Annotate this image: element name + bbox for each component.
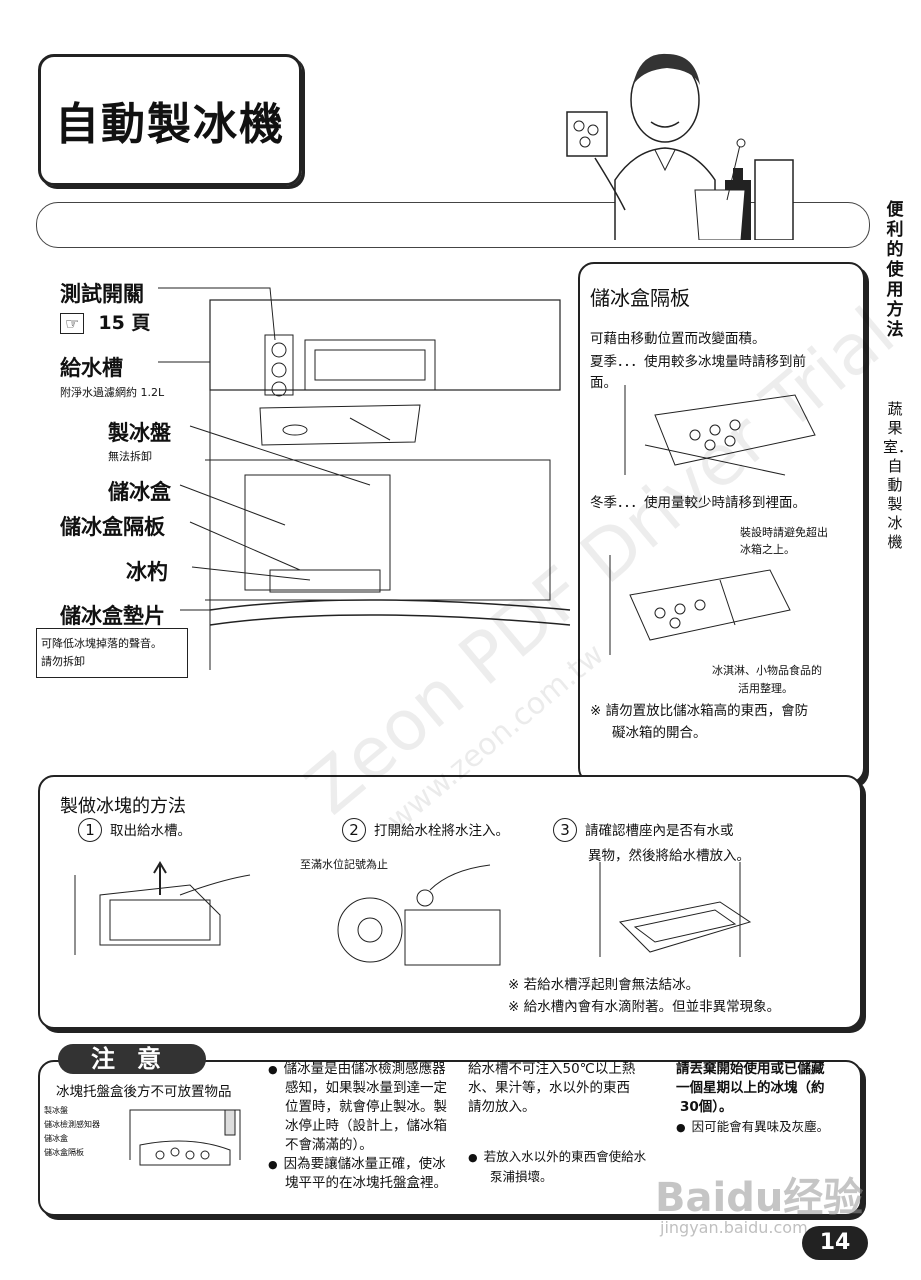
baidu-url: jingyan.baidu.com bbox=[660, 1218, 808, 1237]
step-1: 1 取出給水槽。 bbox=[78, 818, 191, 842]
caution-col2-line3: 請勿放入。 bbox=[468, 1098, 673, 1117]
caution-col1-line5: 不會滿滿的）。 bbox=[268, 1136, 468, 1155]
method-title: 製做冰塊的方法 bbox=[60, 792, 186, 818]
page-title: 自動製冰機 bbox=[38, 54, 302, 186]
caution-col1-line2: 感知，如果製冰量到達一定 bbox=[268, 1079, 468, 1098]
pointing-hand-icon: ☞ bbox=[60, 313, 84, 334]
divider-line1: 可藉由移動位置而改變面積。 bbox=[590, 330, 766, 349]
caution-col1b-line1: 因為要讓儲冰量正確，使冰 bbox=[284, 1156, 446, 1172]
side-tab-sub: 蔬果室．自動製冰機 bbox=[883, 400, 907, 552]
method-note-2: ※ 給水槽內會有水滴附著。但並非異常現象。 bbox=[508, 998, 780, 1017]
label-ice-tray-note: 無法拆卸 bbox=[108, 448, 152, 464]
bullet-icon: ● bbox=[676, 1121, 686, 1134]
caution-col1: ●儲冰量是由儲冰檢測感應器 感知，如果製冰量到達一定 位置時，就會停止製冰。製 … bbox=[268, 1060, 468, 1193]
bullet-icon: ● bbox=[468, 1151, 478, 1164]
divider-warning-2: 礙冰箱的開合。 bbox=[612, 724, 707, 743]
caution-label-2: 儲冰檢測感知器 bbox=[44, 1118, 100, 1132]
caution-col3-line3: 30個）。 bbox=[676, 1098, 856, 1117]
caution-illustration bbox=[110, 1100, 250, 1180]
icecream-note-2: 活用整理。 bbox=[738, 680, 793, 696]
baidu-watermark: Baidu经验 bbox=[655, 1165, 863, 1223]
step2-illustration bbox=[330, 860, 510, 970]
caution-label-1: 製冰盤 bbox=[44, 1104, 100, 1118]
method-note-1: ※ 若給水槽浮起則會無法結冰。 bbox=[508, 976, 699, 995]
page-ref: ☞ 15 頁 bbox=[60, 308, 150, 335]
caution-col2b-line1: 若放入水以外的東西會使給水 bbox=[484, 1149, 647, 1164]
icecream-note-1: 冰淇淋、小物品食品的 bbox=[712, 662, 822, 678]
step-3-text-1: 請確認槽座內是否有水或 bbox=[585, 823, 734, 839]
divider-warning-1: ※ 請勿置放比儲冰箱高的東西，會防 bbox=[590, 702, 808, 721]
label-water-tank: 給水槽 bbox=[60, 352, 123, 382]
caution-col2-line2: 水、果汁等，水以外的東西 bbox=[468, 1079, 673, 1098]
caution-col3b: 因可能會有異味及灰塵。 bbox=[692, 1119, 830, 1134]
caution-col2b-line2: 泵浦損壞。 bbox=[468, 1167, 673, 1186]
step1-illustration bbox=[70, 855, 270, 965]
caution-col3-line2: 一個星期以上的冰塊（約 bbox=[676, 1079, 856, 1098]
install-note-1: 裝設時請避免超出 bbox=[740, 524, 828, 540]
page-ref-label: 15 頁 bbox=[98, 312, 150, 334]
label-water-tank-note: 附淨水過濾網約 1.2L bbox=[60, 384, 164, 400]
caution-col1-line3: 位置時，就會停止製冰。製 bbox=[268, 1098, 468, 1117]
divider-line3: 面。 bbox=[590, 374, 617, 393]
caution-col1-line4: 冰停止時（設計上，儲冰箱 bbox=[268, 1117, 468, 1136]
caution-label-3: 儲冰盒 bbox=[44, 1132, 100, 1146]
caution-col1-line1: 儲冰量是由儲冰檢測感應器 bbox=[284, 1061, 446, 1077]
bullet-icon: ● bbox=[268, 1063, 278, 1076]
step3-illustration bbox=[590, 862, 760, 962]
caution-col2-line1: 給水槽不可注入50℃以上熱 bbox=[468, 1060, 673, 1079]
label-test-switch: 測試開關 bbox=[60, 278, 144, 308]
side-tab-main: 便利的使用方法 bbox=[883, 200, 907, 340]
man-illustration bbox=[555, 40, 805, 240]
caution-heading: 冰塊托盤盒後方不可放置物品 bbox=[56, 1080, 232, 1100]
caution-labels: 製冰盤 儲冰檢測感知器 儲冰盒 儲冰盒隔板 bbox=[44, 1104, 100, 1160]
caution-col2: 給水槽不可注入50℃以上熱 水、果汁等，水以外的東西 請勿放入。 ● 若放入水以外… bbox=[468, 1060, 673, 1186]
step-1-number: 1 bbox=[78, 818, 102, 842]
step-3-text-2: 異物，然後將給水槽放入。 bbox=[588, 844, 750, 864]
caution-tag: 注意 bbox=[58, 1044, 206, 1074]
step-1-text: 取出給水槽。 bbox=[110, 823, 191, 839]
step-3-number: 3 bbox=[553, 818, 577, 842]
page-number: 14 bbox=[802, 1226, 868, 1260]
step-3: 3 請確認槽座內是否有水或 bbox=[553, 818, 734, 842]
caution-col1b-line2: 塊平平的在冰塊托盤盒裡。 bbox=[268, 1174, 468, 1193]
caution-label-4: 儲冰盒隔板 bbox=[44, 1146, 100, 1160]
divider-panel-title: 儲冰盒隔板 bbox=[590, 282, 690, 311]
bullet-icon: ● bbox=[268, 1158, 278, 1171]
caution-col3: 請丟棄開始使用或已儲藏 一個星期以上的冰塊（約 30個）。 ● 因可能會有異味及灰… bbox=[676, 1060, 856, 1137]
caution-col3-line1: 請丟棄開始使用或已儲藏 bbox=[676, 1060, 856, 1079]
